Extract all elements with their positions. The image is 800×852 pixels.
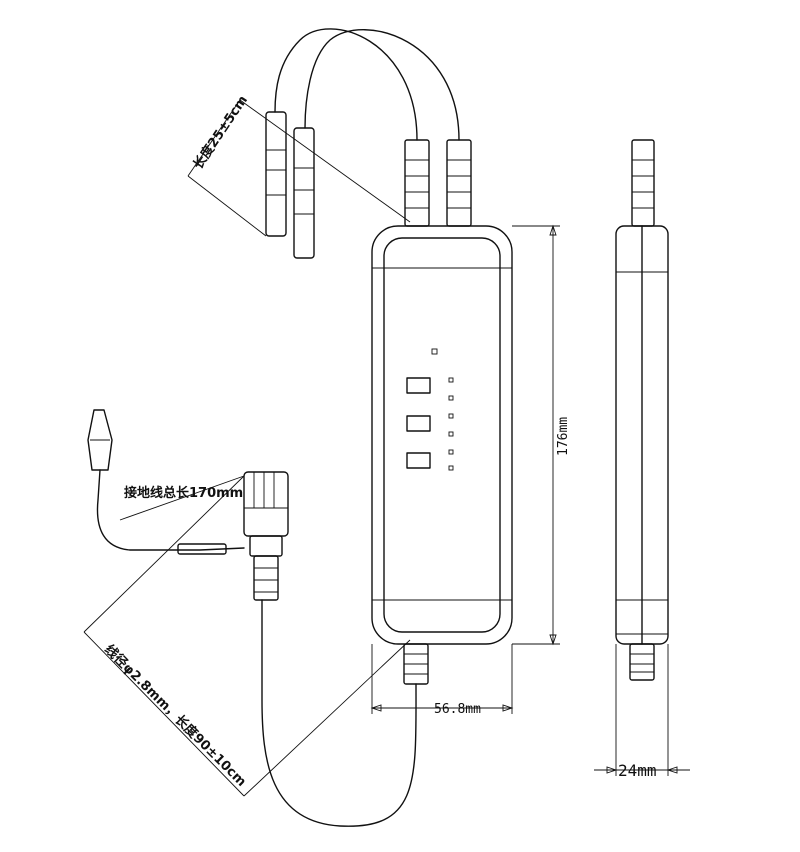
output-cable — [261, 599, 417, 827]
width-dimension — [370, 644, 514, 714]
range-button-2 — [406, 415, 431, 432]
bottom-strain-relief — [403, 643, 429, 685]
probe-body-side-view — [615, 225, 669, 645]
range-button-3 — [406, 452, 431, 469]
cable-spec-label: 线径φ2.8mm，长度90±10cm — [101, 642, 249, 790]
indicator-led — [431, 348, 438, 355]
probe-lead-leader — [187, 99, 411, 237]
probe-tip-connectors — [265, 111, 315, 259]
side-bottom-strain-relief — [629, 643, 655, 681]
thickness-dimension-label: 24mm — [618, 761, 657, 780]
ground-lead-leader — [119, 475, 245, 521]
height-dimension — [512, 224, 560, 646]
thickness-dimension — [594, 644, 690, 776]
probe-body-front-view — [371, 225, 513, 645]
side-top-strain-relief — [631, 139, 655, 227]
probe-lead-cables — [274, 28, 460, 141]
top-strain-reliefs — [404, 139, 472, 227]
width-dimension-label: 56.8mm — [434, 702, 481, 717]
ground-lead-length-label: 接地线总长170mm — [124, 485, 243, 501]
ground-lead — [87, 409, 245, 555]
led-dots — [448, 377, 454, 471]
bnc-connector — [243, 471, 289, 601]
probe-lead-length-label: 长度25±5cm — [190, 93, 251, 173]
height-dimension-label: 176mm — [556, 417, 571, 456]
cable-spec-leader — [83, 475, 411, 797]
range-button-1 — [406, 377, 431, 394]
